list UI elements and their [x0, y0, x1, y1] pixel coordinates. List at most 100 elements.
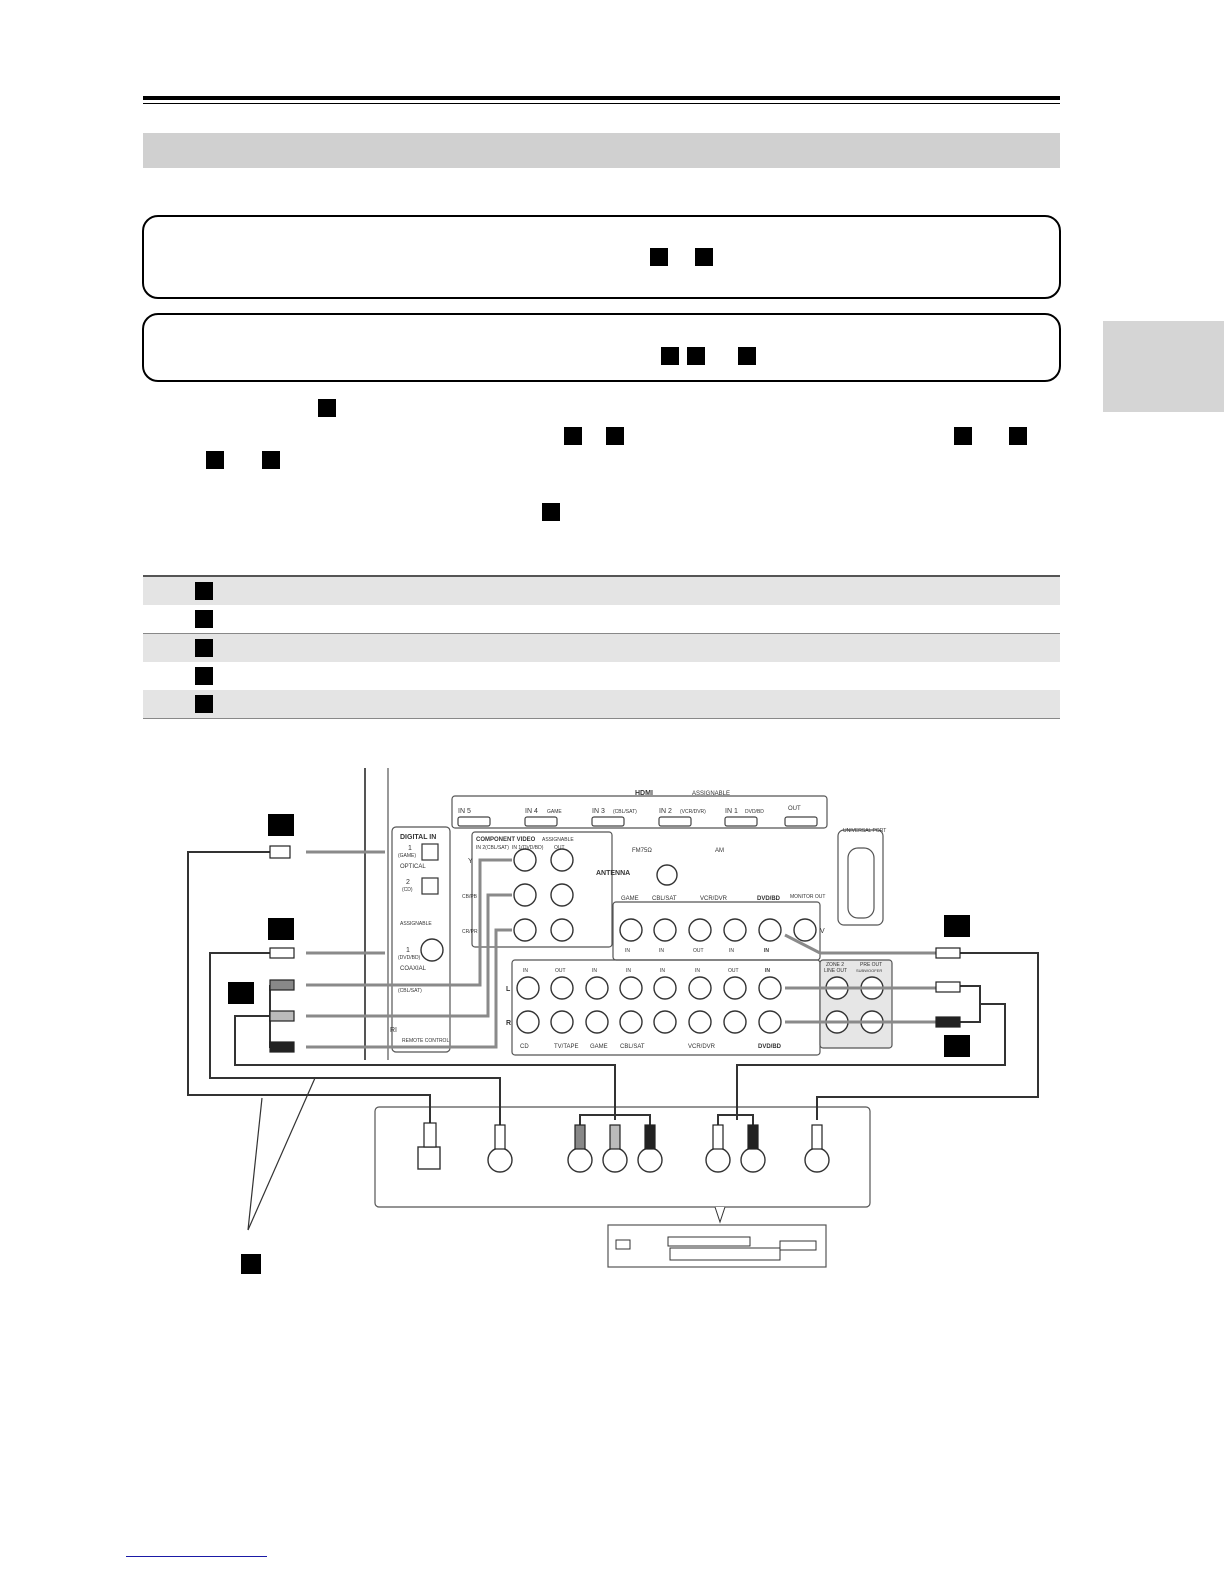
callout-square-icon — [606, 427, 624, 445]
rca-plug-icon — [935, 1016, 961, 1028]
rca-plug-icon — [609, 1124, 621, 1150]
audio-bottom-label: TV/TAPE — [554, 1044, 579, 1050]
hdmi-port — [658, 816, 692, 827]
video-cable — [816, 952, 1039, 1120]
note-box-2 — [142, 313, 1061, 382]
video-label: GAME — [621, 896, 639, 902]
optical-label: OPTICAL — [400, 864, 426, 870]
hdmi-port-label: DVD/BD — [745, 809, 764, 815]
rca-plug-icon — [574, 1124, 586, 1150]
source-optical-jack — [417, 1146, 441, 1170]
device-buttons — [779, 1240, 817, 1251]
callout-square-icon — [650, 248, 668, 266]
optical-plug-icon — [423, 1122, 437, 1148]
audio-jack — [723, 976, 747, 1000]
digital-in-label: DIGITAL IN — [400, 834, 436, 841]
callout-square-icon — [1009, 427, 1027, 445]
header-rule-thin — [143, 103, 1060, 104]
callout-square-icon — [195, 582, 213, 600]
audio-top-label: IN — [660, 968, 665, 974]
coaxial-1-label: 1 — [406, 947, 410, 954]
pre-out-label: PRE OUT — [860, 962, 882, 968]
table-row — [143, 605, 1060, 633]
rca-plug-icon — [269, 1041, 295, 1053]
table-row — [143, 690, 1060, 718]
rca-plug-icon — [935, 981, 961, 993]
audio-bottom-label: CBL/SAT — [620, 1044, 645, 1050]
video-in-label: IN — [729, 948, 734, 954]
rca-plug-icon — [269, 1010, 295, 1022]
audio-top-label: IN — [626, 968, 631, 974]
callout-square-icon — [695, 248, 713, 266]
component-in1-label: IN 1(DVD/BD) — [512, 845, 544, 851]
rear-panel-connection-diagram: HDMI ASSIGNABLE IN 5 IN 4 GAME IN 3 (CBL… — [187, 768, 1039, 1274]
fm-label: FM75Ω — [632, 848, 652, 854]
callout-square-icon — [195, 639, 213, 657]
table-top-rule — [143, 575, 1060, 577]
arrow-component-cr — [306, 928, 512, 1049]
antenna-label: ANTENNA — [596, 870, 630, 877]
universal-port-label: UNIVERSAL PORT — [843, 828, 886, 834]
optical-port — [421, 877, 439, 895]
video-out-label: OUT — [693, 948, 704, 954]
hdmi-port-label: IN 3 — [592, 808, 605, 815]
coaxial-cable — [209, 952, 501, 1130]
source-component-jack — [637, 1147, 663, 1173]
monitor-v-label: V — [820, 928, 825, 935]
audio-jack — [653, 976, 677, 1000]
footer-link-underline[interactable] — [126, 1556, 267, 1557]
universal-port-frame — [837, 829, 884, 926]
source-video-jack — [804, 1147, 830, 1173]
hdmi-port — [457, 816, 491, 827]
audio-jack — [585, 976, 609, 1000]
audio-jack — [550, 976, 574, 1000]
optical-port — [421, 843, 439, 861]
audio-jack — [516, 976, 540, 1000]
component-cr-label: CR/PR — [462, 929, 478, 935]
hdmi-port-label: IN 5 — [458, 808, 471, 815]
note-box-1 — [142, 215, 1061, 299]
optical-1-sub-label: (GAME) — [398, 853, 416, 859]
source-audio-jack — [740, 1147, 766, 1173]
digital-in-frame — [391, 826, 451, 1053]
video-jack — [619, 918, 643, 942]
audio-top-label: OUT — [555, 968, 566, 974]
component-out-jack — [550, 883, 574, 907]
component-jack-y — [513, 848, 537, 872]
coaxial-2-sub-label: (CBL/SAT) — [398, 988, 422, 994]
audio-cable — [736, 1003, 1006, 1120]
hdmi-port — [524, 816, 558, 827]
component-video-label: COMPONENT VIDEO — [476, 837, 536, 843]
optical-plug-icon — [269, 845, 291, 859]
hdmi-label: HDMI — [635, 790, 653, 797]
audio-jack — [585, 1010, 609, 1034]
video-frame — [612, 901, 821, 961]
hdmi-port-label: IN 2 — [659, 808, 672, 815]
coaxial-jack — [420, 938, 444, 962]
hdmi-port-label: IN 4 — [525, 808, 538, 815]
audio-cable-loop — [958, 985, 981, 1023]
video-jack — [723, 918, 747, 942]
audio-jack — [688, 1010, 712, 1034]
rca-plug-icon — [494, 1124, 506, 1150]
line-out-label: LINE OUT — [824, 968, 847, 974]
audio-plug-bridge — [717, 1114, 754, 1130]
coaxial-label: COAXIAL — [400, 966, 427, 972]
arrow-component-y — [306, 858, 512, 987]
table-row — [143, 577, 1060, 605]
callout-square-icon — [564, 427, 582, 445]
hdmi-port-label: IN 1 — [725, 808, 738, 815]
table-separator — [143, 633, 1060, 634]
rca-plug-icon — [747, 1124, 759, 1150]
audio-jack — [688, 976, 712, 1000]
callout-square-icon — [228, 982, 254, 1004]
optical-cable — [187, 851, 431, 1130]
audio-jack — [723, 1010, 747, 1034]
audio-jack — [550, 1010, 574, 1034]
universal-port-connector — [847, 847, 875, 919]
audio-jack — [619, 976, 643, 1000]
chapter-side-tab — [1103, 321, 1224, 412]
hdmi-port-label: (CBL/SAT) — [613, 809, 637, 815]
remote-control-label: REMOTE CONTROL — [402, 1038, 449, 1044]
audio-top-label: IN — [765, 968, 770, 974]
